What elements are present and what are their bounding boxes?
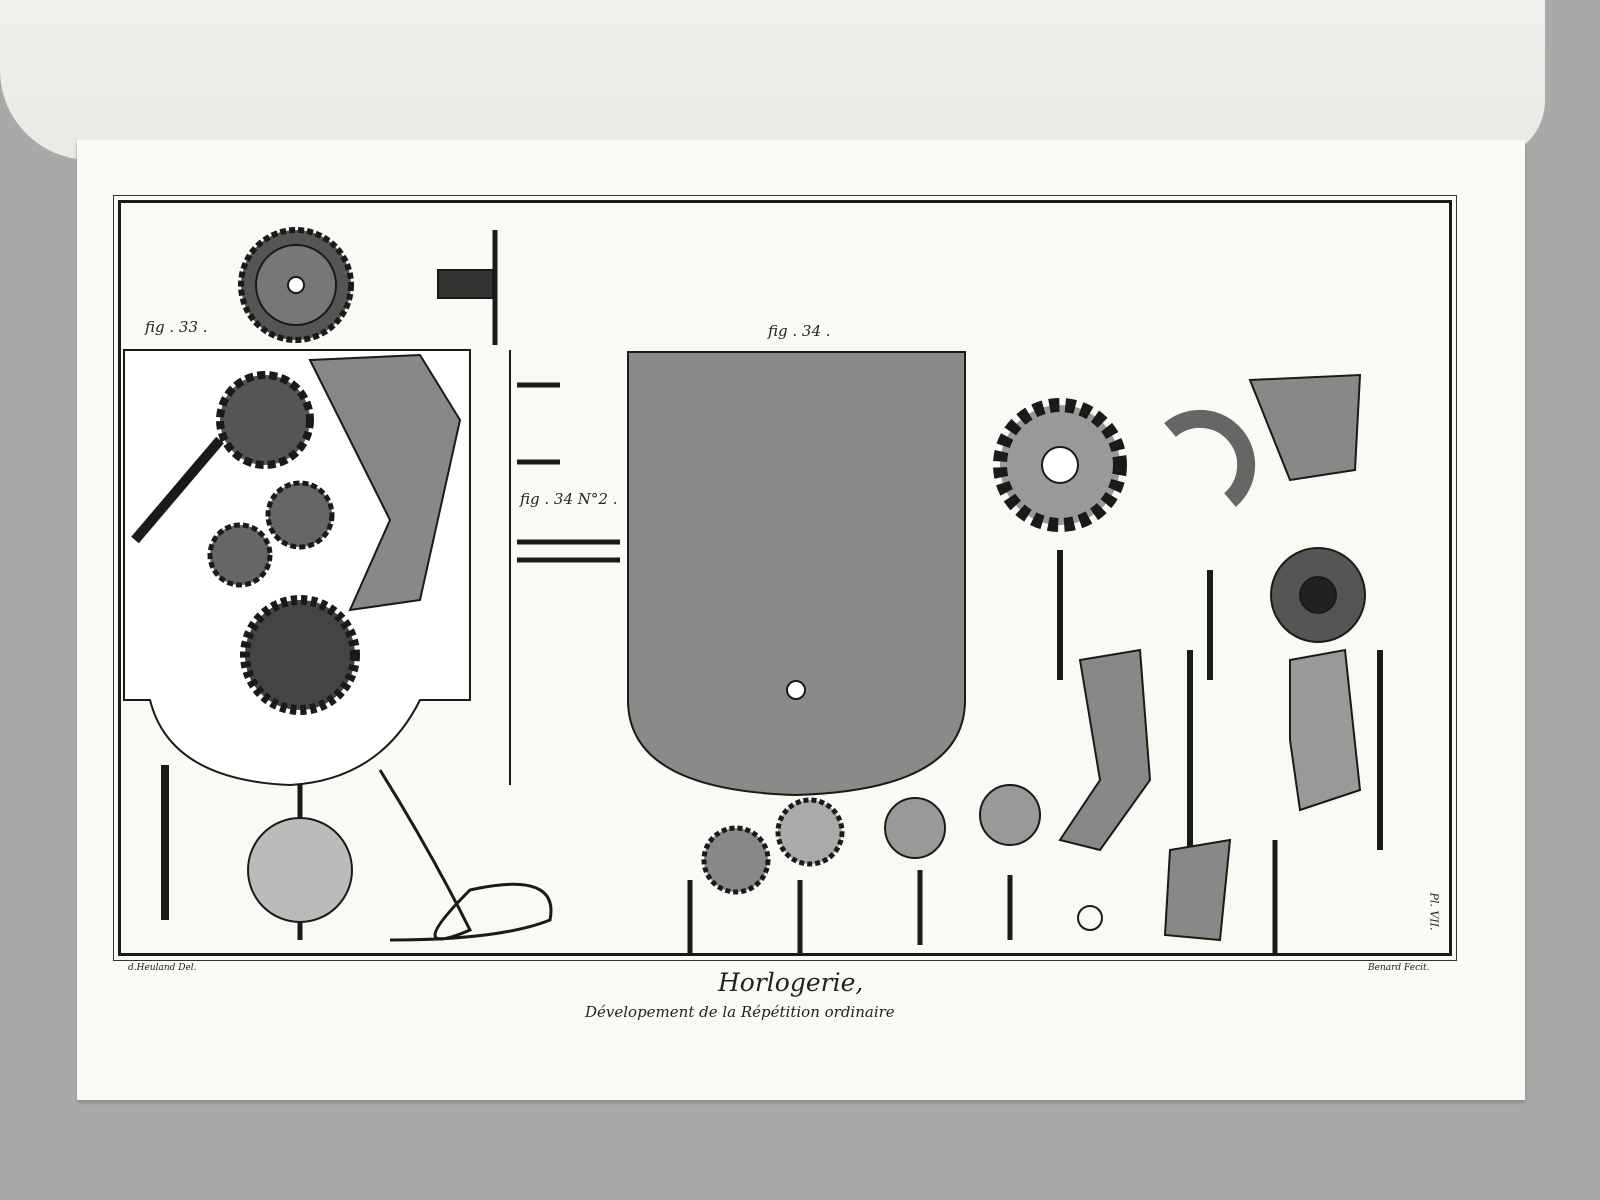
fig-34-no2-label: fig . 34 N°2 . xyxy=(520,490,618,508)
plate-title: Horlogerie, xyxy=(718,968,864,997)
fig-33-label: fig . 33 . xyxy=(145,318,208,336)
bell xyxy=(247,817,353,923)
curled-page xyxy=(0,0,1545,160)
fig-34-label: fig . 34 . xyxy=(768,322,831,340)
engraver-credit: Benard Fecit. xyxy=(1368,963,1430,973)
plate-subtitle: Dévelopement de la Répétition ordinaire xyxy=(585,1003,895,1021)
draughtsman-credit: d.Heuland Del. xyxy=(128,963,197,973)
dial-plate xyxy=(627,351,966,797)
engraving-plate-border xyxy=(113,195,1457,961)
plate-number: Pl. VII. xyxy=(1427,892,1441,931)
